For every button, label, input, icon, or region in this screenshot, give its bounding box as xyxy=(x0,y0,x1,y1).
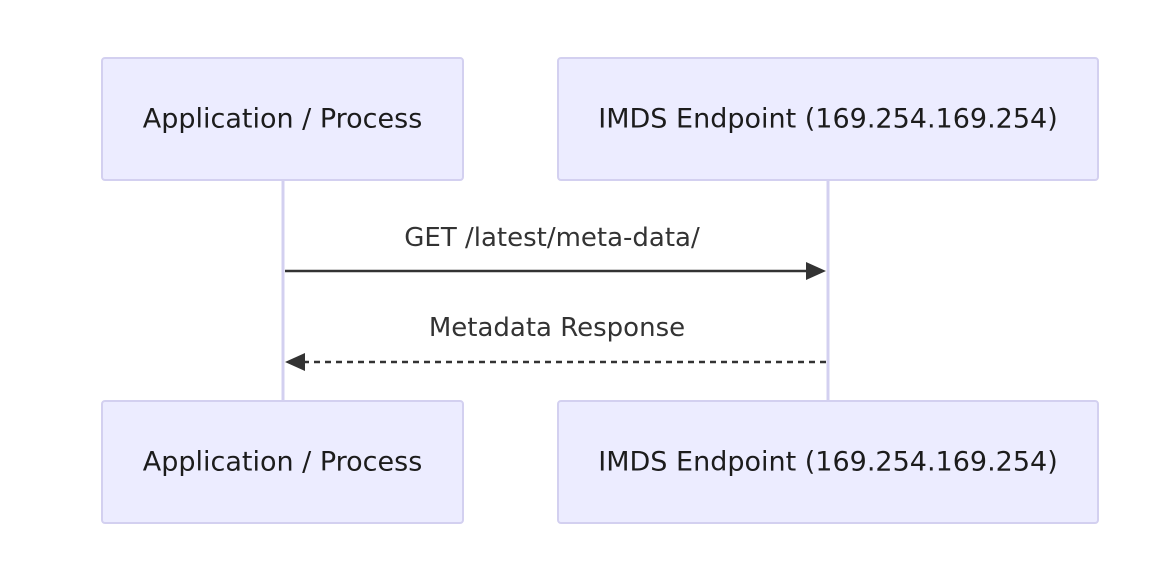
arrowhead-right-icon xyxy=(806,262,826,280)
message-request-label: GET /latest/meta-data/ xyxy=(404,223,700,253)
actor-top-imds: IMDS Endpoint (169.254.169.254) xyxy=(557,57,1099,181)
actor-bottom-imds-label: IMDS Endpoint (169.254.169.254) xyxy=(598,447,1057,478)
actor-top-application-label: Application / Process xyxy=(143,104,423,135)
message-request: GET /latest/meta-data/ xyxy=(285,223,826,280)
message-response-label: Metadata Response xyxy=(429,313,685,343)
actor-top-imds-label: IMDS Endpoint (169.254.169.254) xyxy=(598,104,1057,135)
actor-bottom-application-label: Application / Process xyxy=(143,447,423,478)
actor-top-application: Application / Process xyxy=(101,57,464,181)
message-response: Metadata Response xyxy=(285,313,826,371)
arrowhead-left-icon xyxy=(285,353,305,371)
actor-bottom-application: Application / Process xyxy=(101,400,464,524)
actor-bottom-imds: IMDS Endpoint (169.254.169.254) xyxy=(557,400,1099,524)
